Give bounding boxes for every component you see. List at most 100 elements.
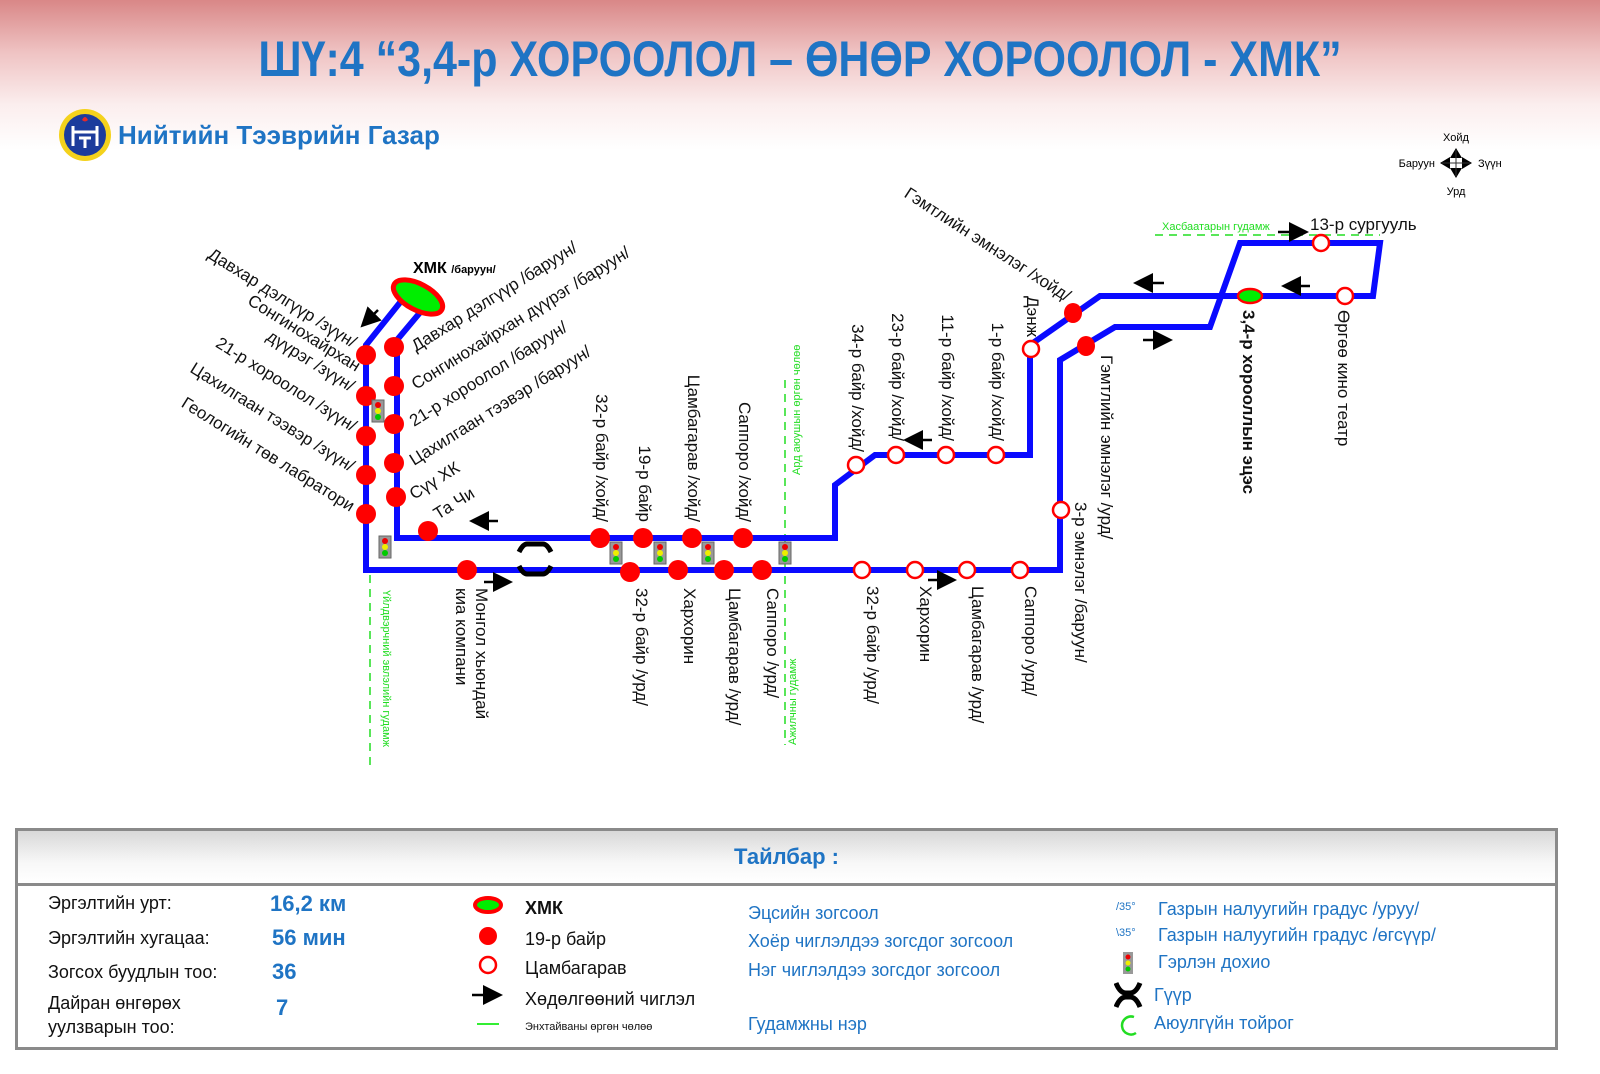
stop-label: 32-р байр /урд/ (632, 588, 651, 706)
stop-marker[interactable] (418, 521, 438, 541)
stop-marker[interactable] (852, 560, 872, 580)
stop-marker[interactable] (733, 528, 753, 548)
organization-name: Нийтийн Тээврийн Газар (118, 119, 440, 150)
stop-marker[interactable] (386, 487, 406, 507)
legend-panel: Тайлбар : Эргэлтийн урт: 16,2 км Эргэлти… (15, 828, 1558, 1050)
stop-marker[interactable] (714, 560, 734, 580)
stop-label: 34-р байр /хойд/ (848, 324, 867, 452)
legend-symbol-label: 19-р байр (525, 929, 606, 949)
stop-marker[interactable] (936, 445, 956, 465)
compass-west: Баруун (1399, 158, 1435, 170)
two-way-stops (356, 303, 1095, 582)
stop-label: Саппоро /урд/ (763, 588, 782, 698)
traffic-light-icon (653, 541, 667, 565)
legend-other: Гүүр (1154, 985, 1192, 1005)
legend-symbols (472, 896, 503, 1025)
stop-marker[interactable] (668, 560, 688, 580)
terminal-hmk-marker[interactable] (388, 273, 448, 321)
stop-marker[interactable] (384, 337, 404, 357)
stat-label: Зогсох буудлын тоо: (48, 962, 218, 982)
terminal-symbol-icon (473, 896, 503, 914)
legend-symbol-label: ХМК (525, 898, 563, 918)
one-way-stop-icon (478, 955, 498, 975)
stop-marker[interactable] (633, 528, 653, 548)
stop-marker[interactable] (356, 426, 376, 446)
traffic-light-icon (609, 541, 623, 565)
legend-meaning: Хоёр чиглэлдээ зогсдог зогсоол (748, 931, 1014, 951)
compass: Хойд Урд Баруун Зүүн (1399, 132, 1502, 198)
stop-marker[interactable] (1021, 339, 1041, 359)
stop-marker[interactable] (1010, 560, 1030, 580)
stop-label: Монгол хьюндай (472, 588, 491, 719)
traffic-light-icon (778, 541, 792, 565)
ntg-logo-icon (59, 109, 111, 161)
one-way-stops (846, 233, 1355, 580)
legend-symbol-label: Хөдөлгөөний чиглэл (525, 989, 696, 1009)
compass-north: Хойд (1443, 132, 1469, 144)
two-way-stop-icon (479, 927, 497, 945)
stop-label: Саппоро /урд/ (1021, 586, 1040, 696)
route-line (363, 240, 1384, 573)
stop-marker[interactable] (905, 560, 925, 580)
stop-label: 13-р сургууль (1310, 215, 1417, 234)
legend-meaning: Гудамжны нэр (748, 1014, 867, 1034)
stop-marker[interactable] (886, 445, 906, 465)
stat-label: Эргэлтийн хугацаа: (48, 928, 210, 948)
stop-label: Хархорин (680, 588, 699, 664)
stop-label: 3-р эмнэлэг /баруун/ (1071, 502, 1090, 663)
stop-marker[interactable] (384, 376, 404, 396)
terminal-34-marker[interactable] (1236, 287, 1264, 305)
stop-marker[interactable] (356, 465, 376, 485)
legend-icons (1114, 952, 1143, 1036)
stop-marker[interactable] (986, 445, 1006, 465)
stop-label: Гэмтлийн эмнэлэг /урд/ (1097, 355, 1116, 540)
stop-marker[interactable] (1077, 336, 1095, 356)
stop-marker[interactable] (957, 560, 977, 580)
legend-meaning: Эцсийн зогсоол (748, 903, 879, 923)
stop-marker[interactable] (356, 504, 376, 524)
stop-marker[interactable] (1311, 233, 1331, 253)
slope-down-icon: /35° (1116, 901, 1136, 913)
stop-marker[interactable] (1064, 303, 1082, 323)
stop-label: 19-р байр (635, 446, 654, 523)
slope-up-icon: \35° (1116, 927, 1136, 939)
compass-east: Зүүн (1478, 158, 1502, 170)
stop-label: Цамбагарав /хойд/ (684, 375, 703, 523)
stat-value: 56 мин (272, 925, 346, 950)
legend-other: Аюулгүйн тойрог (1154, 1013, 1294, 1033)
stop-marker[interactable] (590, 528, 610, 548)
stop-label: Өргөө кино театр (1334, 310, 1353, 446)
stop-label: 32-р байр /урд/ (863, 586, 882, 704)
stop-marker[interactable] (620, 562, 640, 582)
stop-label: 11-р байр /хойд/ (938, 314, 957, 441)
traffic-light-icon (378, 535, 392, 559)
stop-label: 32-р байр /хойд/ (592, 394, 611, 522)
legend-other: Газрын налуугийн градус /өгсүүр/ (1158, 925, 1436, 945)
stop-marker[interactable] (457, 560, 477, 580)
stop-marker[interactable] (356, 345, 376, 365)
arrow-icon (360, 306, 382, 328)
header-background (0, 0, 1600, 150)
stop-marker[interactable] (356, 386, 376, 406)
street-label: Ажилчны гудамж (787, 658, 799, 745)
stop-label: 23-р байр /хойд/ (888, 313, 907, 441)
stop-marker[interactable] (1335, 286, 1355, 306)
stop-marker[interactable] (384, 453, 404, 473)
stop-marker[interactable] (384, 414, 404, 434)
traffic-light-icon (1123, 952, 1133, 974)
stop-marker[interactable] (752, 560, 772, 580)
stop-marker[interactable] (846, 455, 866, 475)
stop-label: Цамбагарав /урд/ (968, 586, 987, 724)
legend-other: Гэрлэн дохио (1158, 952, 1271, 972)
street-label: Ард аюушын өргөн чөлөө (791, 345, 803, 475)
stop-label: Гэмтлийн эмнэлэг /хойд/ (901, 184, 1074, 306)
legend-symbol-label: Энхтайваны өргөн чөлөө (525, 1021, 653, 1033)
organization: Нийтийн Тээврийн Газар (58, 108, 440, 162)
stop-label: киа компани (452, 588, 471, 685)
terminal-hmk-label: ХМК /баруун/ (413, 260, 496, 277)
stop-marker[interactable] (1051, 500, 1071, 520)
stat-label: Эргэлтийн урт: (48, 893, 172, 913)
stop-marker[interactable] (682, 528, 702, 548)
stat-label: уулзварын тоо: (48, 1017, 175, 1037)
compass-south: Урд (1447, 186, 1466, 198)
